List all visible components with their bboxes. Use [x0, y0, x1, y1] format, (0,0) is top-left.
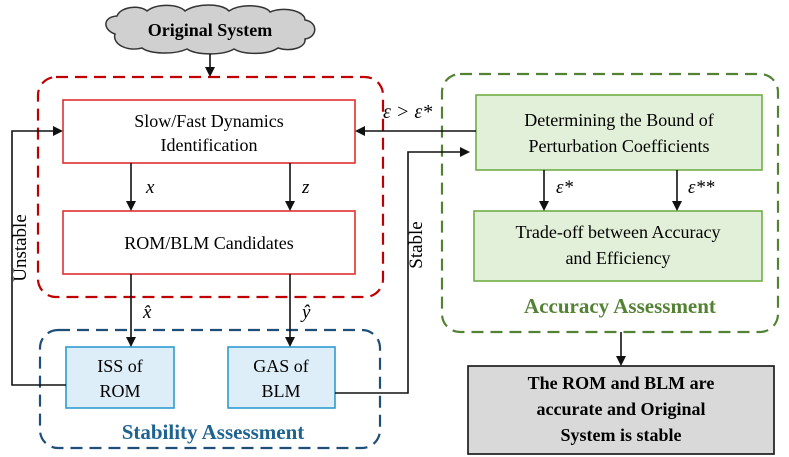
slow-fast-dynamics-line1: Slow/Fast Dynamics	[134, 111, 284, 131]
gas-of-blm-line2: BLM	[261, 381, 300, 401]
iss-of-rom-box	[65, 346, 175, 409]
accuracy-assessment-group	[440, 72, 780, 334]
gas-of-blm-line1: GAS of	[253, 356, 309, 376]
slow-fast-dynamics-line2: Identification	[161, 135, 258, 155]
iss-of-rom-line2: ROM	[99, 381, 140, 401]
arrow-unstable-feedback	[11, 126, 66, 386]
edge-label-y-hat: ŷ	[300, 302, 311, 323]
edge-label-stable: Stable	[406, 221, 427, 269]
final-result-line2: accurate and Original	[537, 399, 706, 419]
edge-label-x: x	[145, 177, 155, 198]
stability-assessment-group	[38, 328, 382, 450]
bound-of-perturbation-line2: Perturbation Coefficients	[528, 136, 709, 156]
bound-of-perturbation-box	[475, 94, 763, 171]
edge-label-x-hat: x̂	[142, 302, 152, 323]
iss-of-rom-line1: ISS of	[97, 356, 143, 376]
original-system-cloud	[105, 4, 316, 55]
edge-label-z: z	[301, 177, 310, 198]
stability-assessment-title: Stability Assessment	[122, 420, 305, 444]
gas-of-blm-box	[227, 346, 336, 409]
tradeoff-box	[473, 210, 763, 282]
final-result-box	[467, 365, 775, 455]
arrow-stable-to-accuracy	[335, 147, 470, 394]
rom-blm-candidates-label: ROM/BLM Candidates	[124, 233, 294, 253]
identification-group	[36, 75, 385, 299]
final-result-line3: System is stable	[561, 425, 682, 445]
accuracy-assessment-title: Accuracy Assessment	[524, 294, 716, 318]
bound-of-perturbation-line1: Determining the Bound of	[524, 110, 713, 130]
edge-label-eps-condition: ε > ε*	[383, 101, 432, 123]
edge-label-unstable: Unstable	[10, 214, 31, 282]
tradeoff-line1: Trade-off between Accuracy	[516, 222, 721, 242]
final-result-line1: The ROM and BLM are	[528, 373, 715, 393]
rom-blm-candidates-box	[62, 210, 356, 275]
tradeoff-line2: and Efficiency	[565, 248, 670, 268]
original-system-label: Original System	[148, 20, 273, 40]
edge-label-eps-star: ε*	[556, 177, 573, 198]
edge-label-eps-double-star: ε**	[688, 177, 715, 198]
slow-fast-dynamics-box	[62, 99, 356, 164]
